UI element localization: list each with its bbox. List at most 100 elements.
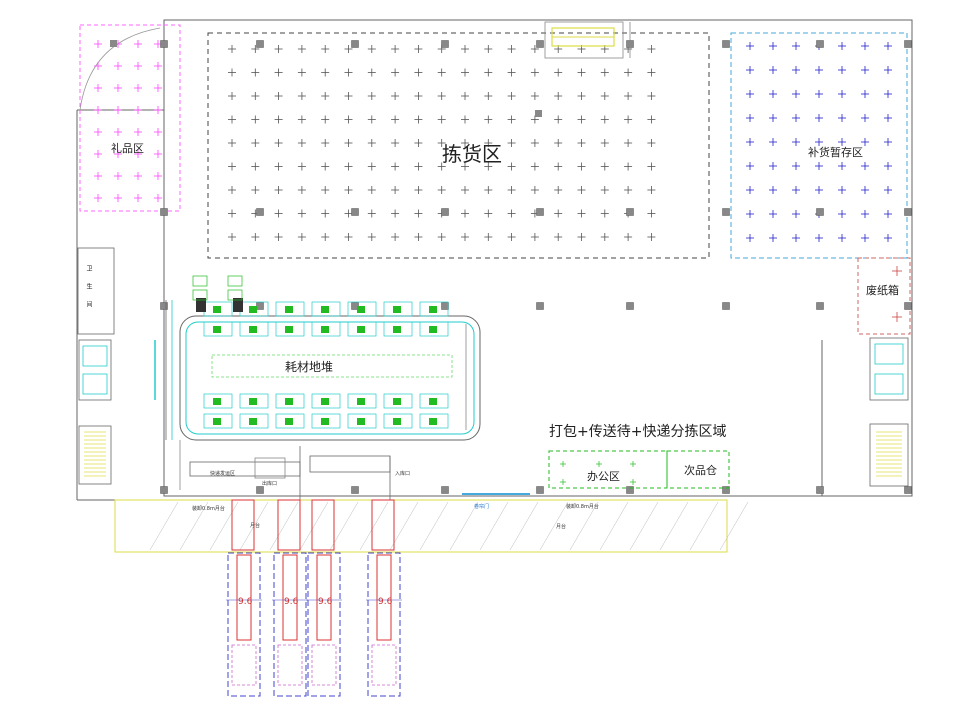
picking-cross [391, 92, 400, 100]
stairs-left [78, 339, 112, 485]
restroom-zone [77, 247, 115, 335]
gift-cross [134, 194, 142, 202]
replenish-cross [746, 42, 754, 50]
pillar [536, 40, 544, 48]
shelf [275, 393, 305, 409]
picking-cross [297, 209, 306, 218]
replenish-cross [861, 66, 869, 74]
waste-box-label: 废纸箱 [866, 284, 899, 297]
picking-cross [228, 233, 236, 241]
picking-cross [461, 139, 469, 147]
pallet [357, 418, 365, 425]
picking-cross [414, 92, 423, 100]
picking-cross [437, 162, 446, 171]
picking-cross [554, 115, 563, 124]
shelf [419, 301, 449, 317]
gift-cross-grid [94, 40, 162, 202]
picking-cross [461, 162, 469, 171]
picking-cross [554, 209, 563, 218]
shelf [203, 413, 233, 429]
shelf [419, 393, 449, 409]
picking-cross [228, 186, 236, 194]
picking-cross [321, 115, 330, 124]
pallet [249, 306, 257, 313]
packing-zone-label: 打包+传送待+快递分拣区域 [549, 424, 727, 440]
replenish-cross [861, 186, 869, 194]
truck-size-1: 9.6 [238, 597, 253, 607]
picking-cross [507, 115, 516, 124]
picking-cross [437, 115, 446, 124]
truck [272, 499, 308, 697]
picking-cross [344, 233, 353, 241]
truck-size-2: 9.6 [284, 597, 299, 607]
shelf [275, 413, 305, 429]
pillar [351, 486, 359, 494]
replenish-zone [730, 32, 908, 259]
gift-cross [134, 84, 142, 92]
pillar [722, 40, 730, 48]
gift-cross [94, 106, 102, 114]
picking-cross [600, 233, 609, 241]
replenish-cross [746, 138, 754, 146]
picking-cross [321, 68, 330, 77]
picking-cross [414, 45, 423, 53]
replenish-cross [838, 66, 846, 74]
pallet [213, 306, 221, 313]
gift-cross [154, 172, 162, 180]
dock-tag-right: 装卸0.8m月台 [566, 504, 599, 510]
restroom-label: 卫生间 [85, 265, 92, 319]
picking-cross [577, 209, 586, 218]
picking-cross [507, 186, 516, 194]
pillar [722, 302, 730, 310]
picking-cross [484, 115, 493, 124]
picking-cross [530, 115, 539, 124]
picking-cross [228, 68, 236, 77]
note-a: 快递发运区 [210, 471, 236, 477]
shelf [383, 301, 413, 317]
picking-cross [647, 186, 656, 194]
picking-cross [461, 233, 469, 241]
pillar [626, 302, 634, 310]
picking-cross [321, 139, 330, 147]
gift-cross [94, 128, 102, 136]
pillar [110, 40, 117, 47]
picking-cross [367, 139, 376, 147]
pallet [357, 306, 365, 313]
picking-cross [251, 115, 260, 124]
gift-cross [134, 172, 142, 180]
pallet-dark [233, 298, 243, 312]
pallet [321, 306, 329, 313]
pallet-slot [227, 275, 243, 287]
shelf [311, 301, 341, 317]
picking-cross [647, 209, 656, 218]
replenish-cross [861, 90, 869, 98]
pallet-slot [192, 289, 208, 301]
gift-cross [94, 150, 102, 158]
replenish-cross [815, 90, 823, 98]
pillar [722, 486, 730, 494]
replenish-cross [815, 234, 823, 242]
pillar [904, 208, 912, 216]
picking-zone-label: 拣货区 [442, 142, 502, 166]
picking-cross [344, 115, 353, 124]
pallet [285, 398, 293, 405]
replenish-cross [746, 66, 754, 74]
replenish-cross [815, 138, 823, 146]
replenish-cross [838, 234, 846, 242]
replenish-cross [861, 210, 869, 218]
pillar [904, 302, 912, 310]
picking-cross [554, 139, 563, 147]
pillar [904, 486, 912, 494]
picking-cross [554, 162, 563, 171]
note-b: 入库口 [395, 471, 411, 477]
gift-cross [114, 84, 122, 92]
picking-cross [600, 186, 609, 194]
shelf [383, 413, 413, 429]
picking-cross [624, 186, 633, 194]
replenish-cross [792, 186, 800, 194]
replenish-cross [861, 234, 869, 242]
packing-conveyor [189, 446, 391, 500]
picking-cross [507, 92, 516, 100]
picking-cross [461, 45, 469, 53]
shelf [275, 321, 305, 337]
